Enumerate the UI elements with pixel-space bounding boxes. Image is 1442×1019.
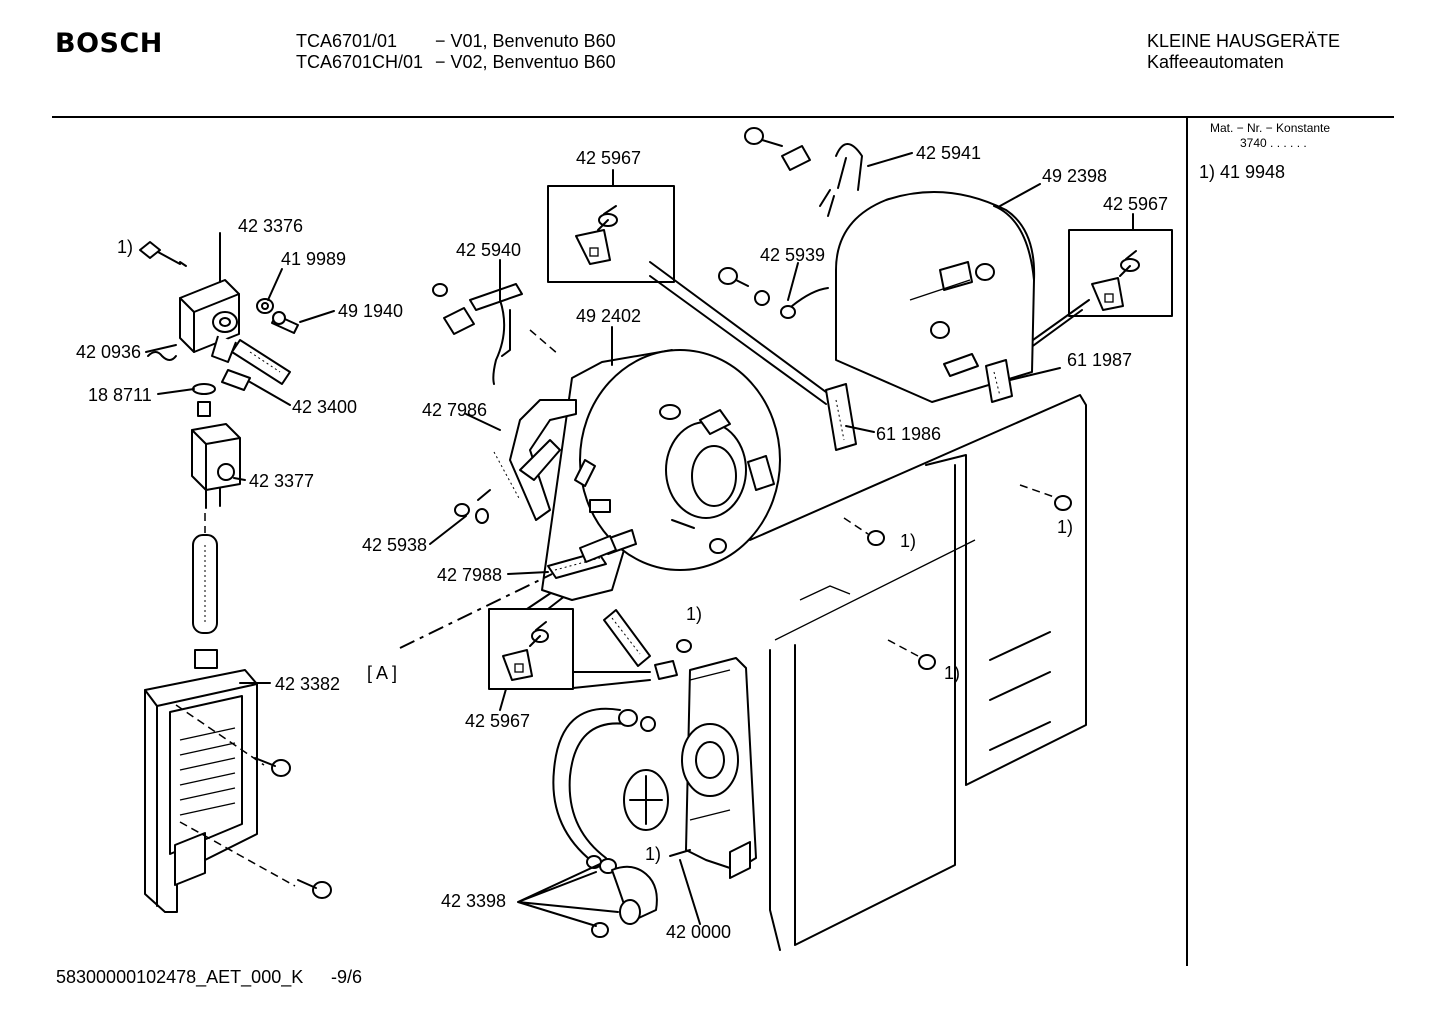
ref-a: [ A ] bbox=[367, 663, 398, 683]
header-divider bbox=[52, 116, 1394, 118]
housing-frame bbox=[749, 394, 1087, 951]
model-number-1: TCA6701/01 bbox=[296, 31, 398, 51]
valve-block bbox=[139, 241, 299, 417]
screw-425939 bbox=[718, 267, 829, 319]
label-420936: 42 0936 bbox=[76, 342, 142, 362]
inset-box-right bbox=[1068, 213, 1173, 317]
label-611986: 61 1986 bbox=[876, 424, 942, 444]
screw-425938 bbox=[454, 489, 491, 524]
label-425939: 42 5939 bbox=[760, 245, 826, 265]
inset-box-top bbox=[547, 169, 675, 283]
brewing-unit bbox=[603, 609, 757, 879]
label-423400: 42 3400 bbox=[292, 397, 358, 417]
side-panel-heading: Mat. − Nr. − Konstante bbox=[1210, 121, 1331, 135]
inset-box-bottom bbox=[488, 608, 651, 711]
label-425967-top: 42 5967 bbox=[576, 148, 642, 168]
brand-logo: BOSCH bbox=[55, 28, 163, 59]
note-1-top-left: 1) bbox=[117, 237, 134, 257]
label-611987: 61 1987 bbox=[1067, 350, 1133, 370]
label-423382: 42 3382 bbox=[275, 674, 341, 694]
label-425941: 42 5941 bbox=[916, 143, 982, 163]
model-variant-2: − V02, Benventuo B60 bbox=[435, 52, 616, 72]
side-panel-entry: 1) 41 9948 bbox=[1199, 162, 1286, 182]
side-panel-divider bbox=[1186, 118, 1188, 966]
wire-425941 bbox=[744, 127, 863, 217]
water-tank bbox=[144, 649, 258, 913]
note-1-frame: 1) bbox=[944, 663, 961, 683]
category-title: KLEINE HAUSGERÄTE bbox=[1147, 31, 1341, 51]
page-number: -9/6 bbox=[331, 967, 363, 987]
label-425967-bottom: 42 5967 bbox=[465, 711, 531, 731]
tube-427988 bbox=[547, 535, 617, 579]
label-420000: 42 0000 bbox=[666, 922, 732, 942]
model-variant-1: − V01, Benvenuto B60 bbox=[435, 31, 616, 51]
hose-loop bbox=[552, 707, 658, 938]
label-423398: 42 3398 bbox=[441, 891, 507, 911]
model-number-2: TCA6701CH/01 bbox=[296, 52, 424, 72]
label-427986: 42 7986 bbox=[422, 400, 488, 420]
label-425940: 42 5940 bbox=[456, 240, 522, 260]
document-id: 58300000102478_AET_000_K bbox=[56, 967, 304, 987]
sleeves bbox=[825, 359, 1013, 451]
hose-section bbox=[192, 513, 218, 634]
solenoid-valve bbox=[191, 423, 241, 509]
note-1-right: 1) bbox=[1057, 517, 1074, 537]
label-425967-right: 42 5967 bbox=[1103, 194, 1169, 214]
frame-screws bbox=[843, 484, 1072, 670]
note-1-disc: 1) bbox=[645, 844, 662, 864]
label-188711: 18 8711 bbox=[88, 385, 152, 405]
label-423376: 42 3376 bbox=[238, 216, 304, 236]
tank-screws bbox=[175, 704, 332, 899]
label-492398: 49 2398 bbox=[1042, 166, 1108, 186]
label-419989: 41 9989 bbox=[281, 249, 347, 269]
side-panel-constant: 3740 . . . . . . bbox=[1240, 136, 1307, 150]
label-423377: 42 3377 bbox=[249, 471, 315, 491]
disc-420000 bbox=[623, 769, 691, 857]
cover-492398 bbox=[835, 191, 1036, 403]
cable-425940 bbox=[432, 283, 559, 385]
heater-assembly bbox=[493, 349, 781, 601]
label-425938: 42 5938 bbox=[362, 535, 428, 555]
label-491940: 49 1940 bbox=[338, 301, 404, 321]
label-427988: 42 7988 bbox=[437, 565, 503, 585]
note-1-center: 1) bbox=[900, 531, 917, 551]
label-492402: 49 2402 bbox=[576, 306, 642, 326]
note-1-brewing: 1) bbox=[686, 604, 703, 624]
subcategory-title: Kaffeeautomaten bbox=[1147, 52, 1284, 72]
